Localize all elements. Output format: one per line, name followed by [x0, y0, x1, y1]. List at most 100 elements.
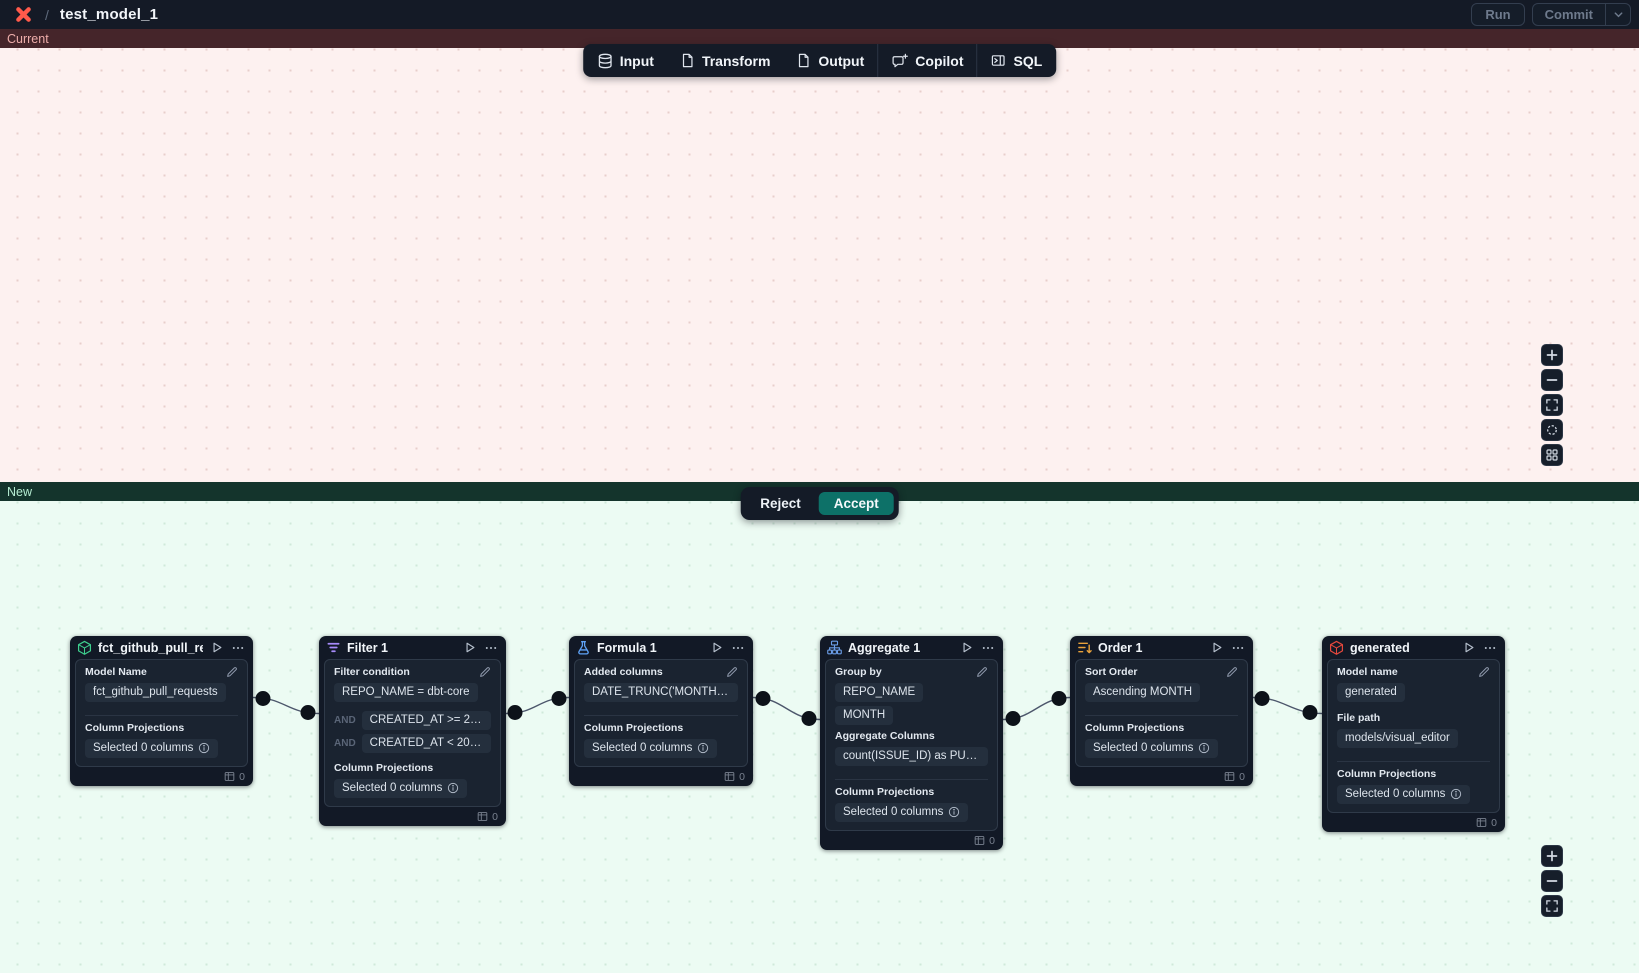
- edge-handle[interactable]: [1254, 691, 1270, 706]
- field-label: Column Projections: [1337, 768, 1437, 780]
- node-order-1[interactable]: Order 1 Sort Order Ascending MONTH Colum…: [1070, 636, 1253, 786]
- more-icon[interactable]: [230, 640, 246, 656]
- play-icon[interactable]: [1209, 640, 1224, 655]
- edge-handle[interactable]: [1302, 705, 1318, 720]
- file-icon: [680, 53, 695, 68]
- play-icon[interactable]: [209, 640, 224, 655]
- node-title: Aggregate 1: [848, 640, 921, 655]
- model-name-pill[interactable]: fct_github_pull_requests: [85, 683, 226, 702]
- info-icon[interactable]: [697, 742, 709, 754]
- fit-view-icon[interactable]: [1541, 394, 1563, 416]
- more-icon[interactable]: [1230, 640, 1246, 656]
- play-icon[interactable]: [1461, 640, 1476, 655]
- aggregate-hierarchy-icon: [827, 640, 842, 655]
- edge-handle[interactable]: [300, 705, 316, 720]
- toolbar-copilot-button[interactable]: Copilot: [878, 44, 976, 77]
- info-icon[interactable]: [447, 782, 459, 794]
- added-column-pill[interactable]: DATE_TRUNC('MONTH', CREATED_AT…: [584, 683, 738, 702]
- edit-pencil-icon[interactable]: [1478, 666, 1490, 678]
- model-name-pill[interactable]: generated: [1337, 683, 1405, 702]
- commit-dropdown-button[interactable]: [1605, 4, 1630, 25]
- column-projections-pill[interactable]: Selected 0 columns: [334, 779, 468, 798]
- node-aggregate-1[interactable]: Aggregate 1 Group by REPO_NAME MONTH Agg…: [820, 636, 1003, 850]
- info-icon[interactable]: [1198, 742, 1210, 754]
- edge-handle[interactable]: [255, 691, 271, 706]
- edge-handle[interactable]: [507, 705, 523, 720]
- dbt-logo-icon[interactable]: [14, 5, 33, 24]
- new-canvas[interactable]: Reject Accept: [0, 487, 1639, 973]
- toolbar-sql-button[interactable]: SQL: [978, 44, 1056, 77]
- edge-handle[interactable]: [755, 691, 771, 706]
- toolbar-input-button[interactable]: Input: [584, 44, 667, 77]
- file-path-pill[interactable]: models/visual_editor: [1337, 729, 1458, 748]
- zoom-in-icon[interactable]: [1541, 344, 1563, 366]
- node-body: Added columns DATE_TRUNC('MONTH', CREATE…: [574, 659, 748, 767]
- reject-button[interactable]: Reject: [745, 492, 816, 515]
- column-projections-pill[interactable]: Selected 0 columns: [584, 739, 718, 758]
- toolbar-transform-button[interactable]: Transform: [667, 44, 783, 77]
- row-count: 0: [1491, 816, 1497, 829]
- zoom-out-icon[interactable]: [1541, 870, 1563, 892]
- more-icon[interactable]: [1482, 640, 1498, 656]
- column-projections-pill[interactable]: Selected 0 columns: [835, 803, 969, 822]
- filter-condition-pill[interactable]: CREATED_AT < 2025-03-01: [361, 734, 491, 753]
- commit-button[interactable]: Commit: [1533, 4, 1605, 25]
- more-icon[interactable]: [730, 640, 746, 656]
- filter-condition-pill[interactable]: CREATED_AT >= 2024-12-01: [361, 711, 491, 730]
- field-label: Column Projections: [835, 786, 935, 798]
- edit-pencil-icon[interactable]: [226, 666, 238, 678]
- node-generated[interactable]: generated Model name generated File path…: [1322, 636, 1505, 832]
- play-icon[interactable]: [462, 640, 477, 655]
- node-filter-1[interactable]: Filter 1 Filter condition REPO_NAME = db…: [319, 636, 506, 826]
- edit-pencil-icon[interactable]: [726, 666, 738, 678]
- current-canvas[interactable]: Input Transform Output Copilot: [0, 44, 1639, 482]
- layout-grid-icon[interactable]: [1541, 444, 1563, 466]
- edit-pencil-icon[interactable]: [479, 666, 491, 678]
- sort-order-pill[interactable]: Ascending MONTH: [1085, 683, 1201, 702]
- zoom-out-icon[interactable]: [1541, 369, 1563, 391]
- group-by-pill[interactable]: REPO_NAME: [835, 683, 924, 702]
- new-section-label: New: [7, 484, 33, 499]
- edit-pencil-icon[interactable]: [1226, 666, 1238, 678]
- more-icon[interactable]: [483, 640, 499, 656]
- node-fct-github-pull-requests[interactable]: fct_github_pull_requests Model Name fct_…: [70, 636, 253, 786]
- breadcrumb-separator: /: [45, 6, 49, 23]
- column-projections-pill[interactable]: Selected 0 columns: [1337, 785, 1471, 804]
- review-panel: Reject Accept: [740, 487, 899, 520]
- info-icon[interactable]: [198, 742, 210, 754]
- edge-handle[interactable]: [1051, 691, 1067, 706]
- run-button[interactable]: Run: [1471, 3, 1525, 26]
- reset-view-icon[interactable]: [1541, 419, 1563, 441]
- edit-pencil-icon[interactable]: [976, 666, 988, 678]
- node-body: Model Name fct_github_pull_requests Colu…: [75, 659, 248, 767]
- fit-view-icon[interactable]: [1541, 895, 1563, 917]
- more-icon[interactable]: [980, 640, 996, 656]
- current-section-band: Current: [0, 29, 1639, 48]
- zoom-in-icon[interactable]: [1541, 845, 1563, 867]
- info-icon[interactable]: [1450, 788, 1462, 800]
- info-icon[interactable]: [948, 806, 960, 818]
- accept-button[interactable]: Accept: [818, 492, 894, 515]
- field-label: Column Projections: [334, 762, 434, 774]
- node-body: Sort Order Ascending MONTH Column Projec…: [1075, 659, 1248, 767]
- play-icon[interactable]: [709, 640, 724, 655]
- node-header: generated: [1322, 636, 1505, 659]
- edge-handle[interactable]: [551, 691, 567, 706]
- edge-handle[interactable]: [801, 711, 817, 726]
- play-icon[interactable]: [959, 640, 974, 655]
- edge-handle[interactable]: [1005, 711, 1021, 726]
- group-by-pill[interactable]: MONTH: [835, 706, 894, 725]
- table-rows-icon: [1224, 771, 1235, 782]
- row-count: 0: [739, 770, 745, 783]
- field-label: Column Projections: [1085, 722, 1185, 734]
- field-label: File path: [1337, 712, 1381, 724]
- toolbar-output-button[interactable]: Output: [783, 44, 877, 77]
- column-projections-pill[interactable]: Selected 0 columns: [85, 739, 219, 758]
- column-projections-pill[interactable]: Selected 0 columns: [1085, 739, 1219, 758]
- commit-split-button: Commit: [1531, 3, 1631, 26]
- aggregate-column-pill[interactable]: count(ISSUE_ID) as PULL_REQUEST_…: [835, 747, 988, 766]
- node-formula-1[interactable]: Formula 1 Added columns DATE_TRUNC('MONT…: [569, 636, 753, 786]
- filter-condition-pill[interactable]: REPO_NAME = dbt-core: [334, 683, 478, 702]
- table-rows-icon: [974, 835, 985, 846]
- node-header: fct_github_pull_requests: [70, 636, 253, 659]
